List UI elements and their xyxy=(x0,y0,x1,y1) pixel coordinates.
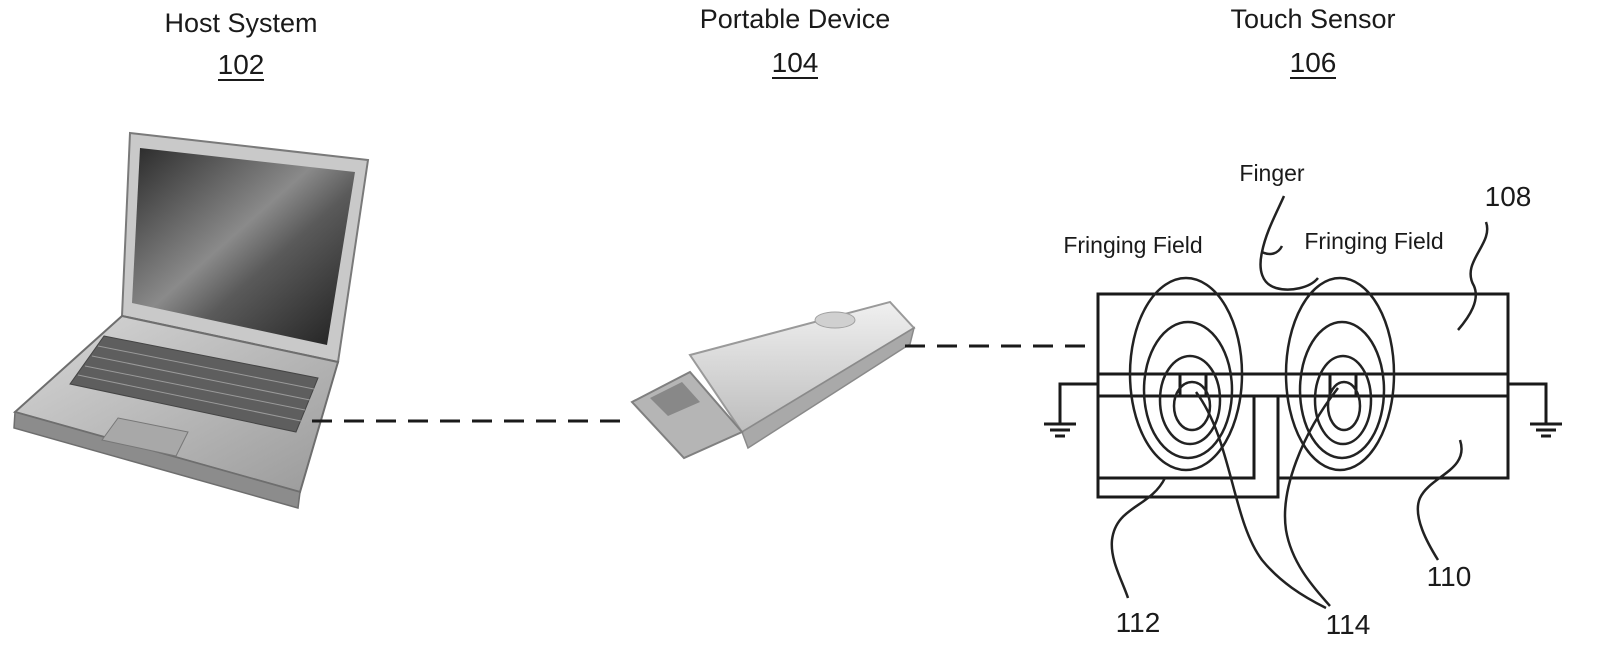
keyboard-key-rows xyxy=(77,345,315,422)
finger-icon xyxy=(1259,195,1319,291)
fringing-field-right-loops xyxy=(1284,276,1396,472)
laptop-screen xyxy=(132,148,355,345)
ref-108-label: 108 xyxy=(1485,181,1532,212)
leader-110 xyxy=(1416,439,1463,561)
fringing-field-left-loops xyxy=(1128,276,1244,472)
bottom-layer-110 xyxy=(1276,396,1510,480)
laptop-keyboard xyxy=(69,335,319,433)
laptop-front-edge xyxy=(13,411,301,509)
finger-label: Finger xyxy=(1239,160,1305,186)
ground-symbol-left xyxy=(1044,382,1098,438)
ref-114-label: 114 xyxy=(1326,609,1371,640)
usb-device-illustration xyxy=(630,300,916,460)
leader-114-left xyxy=(1194,391,1327,610)
leader-114-right xyxy=(1283,387,1339,607)
fringing-field-right-label: Fringing Field xyxy=(1304,228,1443,254)
fringing-field-left-label: Fringing Field xyxy=(1063,232,1202,258)
usb-connector-slot xyxy=(650,382,700,416)
usb-body-side xyxy=(741,326,916,450)
leader-108 xyxy=(1457,221,1489,331)
bottom-layer-112 xyxy=(1096,396,1280,499)
ground-symbol-right xyxy=(1508,382,1562,438)
host-system-heading: Host System 102 xyxy=(164,8,318,81)
touch-sensor-diagram: Finger Fringing Field Fringing Field 108… xyxy=(1044,160,1562,640)
laptop-illustration xyxy=(12,131,370,509)
touch-sensor-heading: Touch Sensor 106 xyxy=(1230,4,1396,79)
ref-112-label: 112 xyxy=(1116,607,1161,638)
leader-112 xyxy=(1110,477,1167,599)
portable-device-title: Portable Device xyxy=(700,4,891,34)
ref-110-label: 110 xyxy=(1427,561,1472,592)
host-system-ref: 102 xyxy=(218,49,265,80)
usb-logo-mark xyxy=(814,311,856,329)
laptop-touchpad xyxy=(101,417,189,457)
touch-sensor-ref: 106 xyxy=(1290,47,1337,78)
electrode-left xyxy=(1178,372,1208,398)
portable-device-heading: Portable Device 104 xyxy=(700,4,891,79)
touch-sensor-title: Touch Sensor xyxy=(1230,4,1395,34)
electrode-right xyxy=(1328,372,1358,398)
host-system-title: Host System xyxy=(164,8,317,38)
portable-device-ref: 104 xyxy=(772,47,819,78)
